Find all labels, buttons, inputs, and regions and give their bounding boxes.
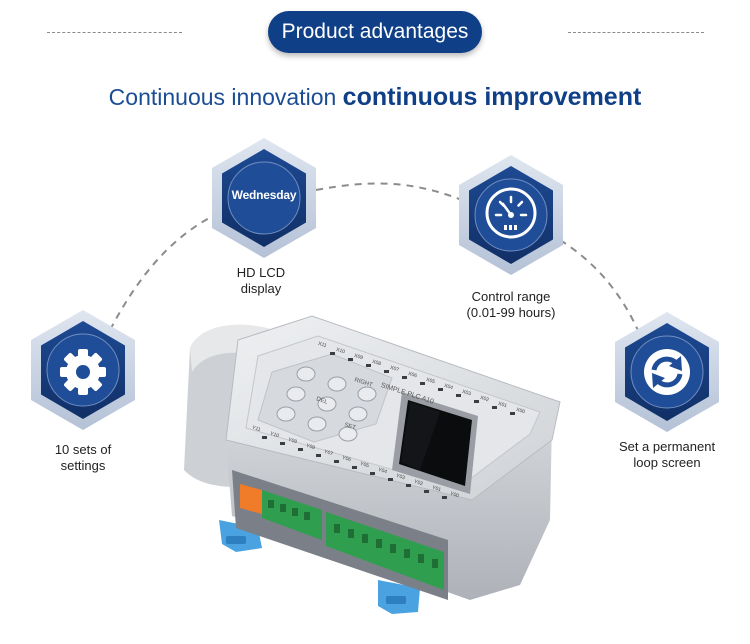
product-advantages-badge: Product advantages (268, 11, 482, 53)
page-headline: Continuous innovation continuous improve… (0, 83, 750, 112)
plc-device (184, 315, 561, 614)
terminal-block-right (326, 512, 444, 590)
output-led-row (262, 436, 447, 499)
input-led-row (330, 352, 515, 415)
lcd-screen-weekday: Wednesday (231, 188, 297, 202)
feature-label-lcd: HD LCD display (236, 265, 286, 296)
gauge-icon (485, 187, 537, 239)
power-terminal-orange (240, 484, 262, 514)
hex-badge-lcd (212, 138, 316, 258)
terminal-screws (268, 500, 438, 568)
feature-label-loop-screen: Set a permanent loop screen (618, 439, 716, 470)
gear-icon (60, 349, 106, 395)
right-dashed-divider (568, 32, 704, 33)
refresh-loop-icon (644, 349, 690, 395)
headline-regular: Continuous innovation (108, 84, 337, 110)
left-dashed-divider (47, 32, 182, 33)
headline-bold: continuous improvement (342, 83, 642, 111)
connecting-dashed-arc (109, 182, 641, 336)
din-clip-right-tab (386, 596, 406, 604)
feature-label-settings: 10 sets of settings (54, 442, 112, 473)
feature-label-control-range: Control range (0.01-99 hours) (466, 289, 556, 320)
din-clip-left-tab (226, 536, 246, 544)
keypad-buttons (276, 366, 377, 442)
